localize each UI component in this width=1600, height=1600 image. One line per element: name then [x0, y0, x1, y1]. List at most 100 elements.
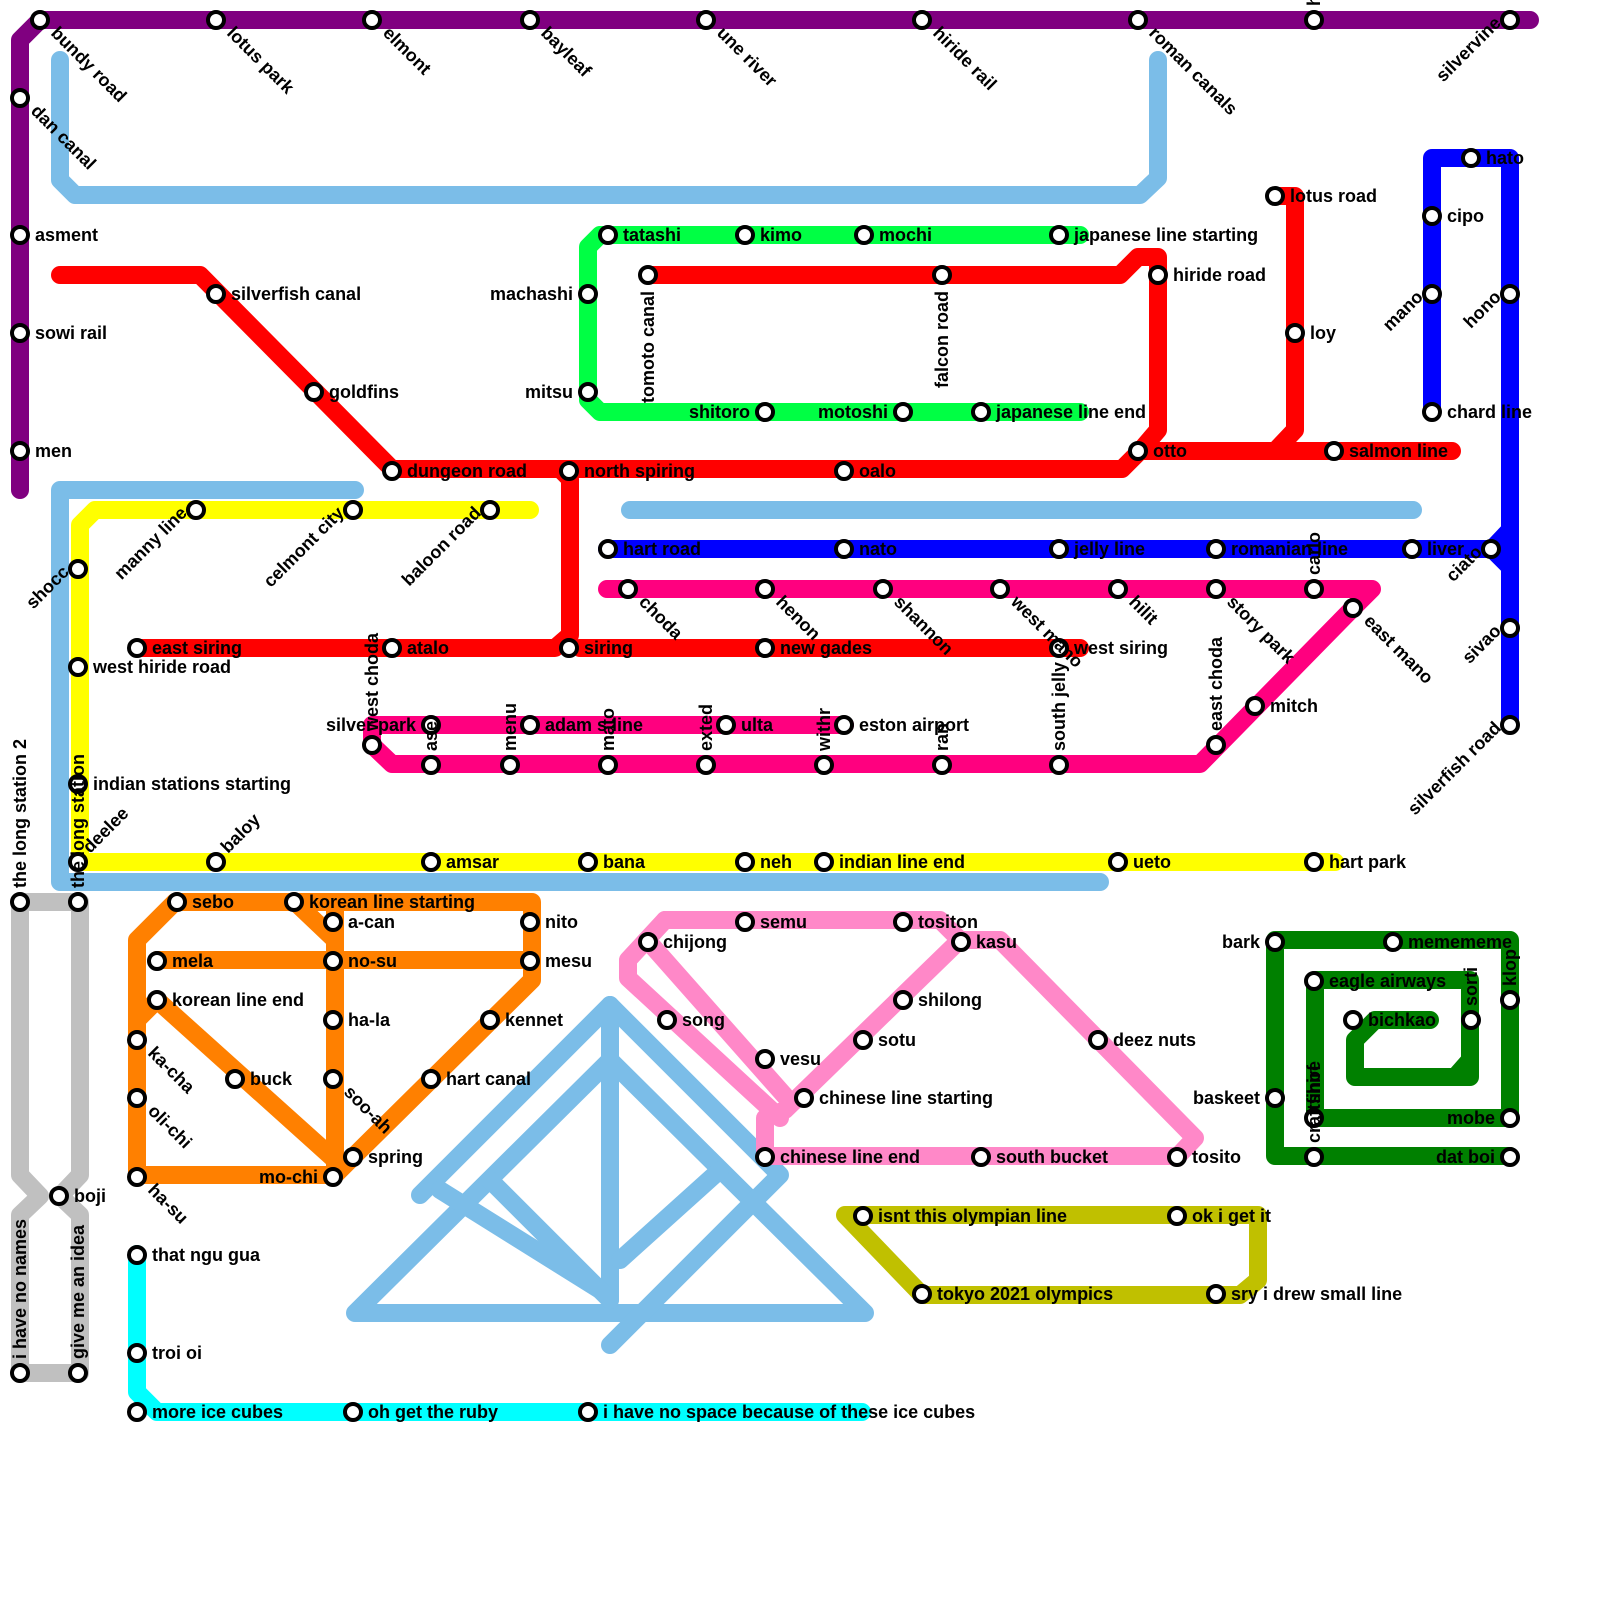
station-eston-airport-marker[interactable]	[836, 717, 852, 733]
station-mochi-marker[interactable]	[856, 227, 872, 243]
station-west-choda-marker[interactable]	[364, 737, 380, 753]
station-ase-marker[interactable]	[423, 757, 439, 773]
station-mobe-marker[interactable]	[1502, 1110, 1518, 1126]
station-kimo-marker[interactable]	[737, 227, 753, 243]
station-mato-marker[interactable]	[600, 757, 616, 773]
station-withr-marker[interactable]	[816, 757, 832, 773]
station-indian-line-end-marker[interactable]	[816, 854, 832, 870]
station-une-river-marker[interactable]	[698, 12, 714, 28]
station-korean-line-starting-marker[interactable]	[286, 894, 302, 910]
station-hato-marker[interactable]	[1463, 150, 1479, 166]
station-ha-la-marker[interactable]	[325, 1012, 341, 1028]
station-nito-marker[interactable]	[522, 914, 538, 930]
station-soo-ah-marker[interactable]	[325, 1071, 341, 1087]
station-silverfish-canal-marker[interactable]	[208, 286, 224, 302]
station-bana-marker[interactable]	[580, 854, 596, 870]
station-troi-oi-marker[interactable]	[129, 1345, 145, 1361]
station-cipo-marker[interactable]	[1424, 208, 1440, 224]
station-vesu-marker[interactable]	[757, 1051, 773, 1067]
station-baloy-marker[interactable]	[208, 854, 224, 870]
station-shitoro-marker[interactable]	[757, 404, 773, 420]
station-oh-get-the-ruby-marker[interactable]	[345, 1404, 361, 1420]
station-no-su-marker[interactable]	[325, 953, 341, 969]
station-south-bucket-marker[interactable]	[973, 1149, 989, 1165]
station-tomoto-canal-marker[interactable]	[640, 267, 656, 283]
station-henon-marker[interactable]	[757, 581, 773, 597]
station-choda-marker[interactable]	[620, 581, 636, 597]
station-chinese-line-starting-marker[interactable]	[796, 1090, 812, 1106]
station-sebo-marker[interactable]	[169, 894, 185, 910]
station-i-have-no-space-because-of-these-ice-cubes-marker[interactable]	[580, 1404, 596, 1420]
station-celmont-city-marker[interactable]	[345, 502, 361, 518]
station-hiride-park-marker[interactable]	[1306, 12, 1322, 28]
station-hiride-road-marker[interactable]	[1150, 267, 1166, 283]
station-tosito-marker[interactable]	[1169, 1149, 1185, 1165]
station-menu-marker[interactable]	[502, 757, 518, 773]
station-shilong-marker[interactable]	[895, 992, 911, 1008]
station-nato-marker[interactable]	[836, 541, 852, 557]
station-shannon-marker[interactable]	[875, 581, 891, 597]
station-mela-marker[interactable]	[149, 953, 165, 969]
station-dan-canal-marker[interactable]	[12, 90, 28, 106]
station-oalo-marker[interactable]	[836, 463, 852, 479]
station-tokyo-2021-olympics-marker[interactable]	[914, 1286, 930, 1302]
station-hart-road-marker[interactable]	[600, 541, 616, 557]
station-japanese-line-end-marker[interactable]	[973, 404, 989, 420]
station-buck-marker[interactable]	[227, 1071, 243, 1087]
station-west-mano-marker[interactable]	[992, 581, 1008, 597]
station-jelly-line-marker[interactable]	[1051, 541, 1067, 557]
station-carlo-marker[interactable]	[1306, 581, 1322, 597]
station-boji-marker[interactable]	[51, 1188, 67, 1204]
station-men-marker[interactable]	[12, 443, 28, 459]
station-klop-marker[interactable]	[1502, 992, 1518, 1008]
station-semu-marker[interactable]	[737, 914, 753, 930]
station-machashi-marker[interactable]	[580, 286, 596, 302]
station-give-me-an-idea-marker[interactable]	[70, 1365, 86, 1381]
station-silverfish-road-marker[interactable]	[1502, 717, 1518, 733]
station-romanian-line-marker[interactable]	[1208, 541, 1224, 557]
station-mano-marker[interactable]	[1424, 286, 1440, 302]
station-atalo-marker[interactable]	[384, 640, 400, 656]
station-tatashi-marker[interactable]	[600, 227, 616, 243]
station-hilit-marker[interactable]	[1110, 581, 1126, 597]
station-siring-marker[interactable]	[561, 640, 577, 656]
station-east-siring-marker[interactable]	[129, 640, 145, 656]
station-mitch-marker[interactable]	[1247, 698, 1263, 714]
station-otto-marker[interactable]	[1130, 443, 1146, 459]
station-more-ice-cubes-marker[interactable]	[129, 1404, 145, 1420]
station-the-long-station-2-marker[interactable]	[12, 894, 28, 910]
station-spring-marker[interactable]	[345, 1149, 361, 1165]
station-mesu-marker[interactable]	[522, 953, 538, 969]
station-east-mano-marker[interactable]	[1345, 600, 1361, 616]
station-bayleaf-marker[interactable]	[522, 12, 538, 28]
station-south-jelly-marker[interactable]	[1051, 757, 1067, 773]
station-lotus-park-marker[interactable]	[208, 12, 224, 28]
station-kasu-marker[interactable]	[953, 934, 969, 950]
station-that-ngu-gua-marker[interactable]	[129, 1247, 145, 1263]
station-silvervine-marker[interactable]	[1502, 12, 1518, 28]
station-hono-marker[interactable]	[1502, 286, 1518, 302]
station-north-spiring-marker[interactable]	[561, 463, 577, 479]
station-isnt-this-olympian-line-marker[interactable]	[855, 1208, 871, 1224]
station-chard-line-marker[interactable]	[1424, 404, 1440, 420]
station-sry-i-drew-small-line-marker[interactable]	[1208, 1286, 1224, 1302]
station-sivao-marker[interactable]	[1502, 620, 1518, 636]
station-ueto-marker[interactable]	[1110, 854, 1126, 870]
station-ran-marker[interactable]	[934, 757, 950, 773]
station-a-can-marker[interactable]	[325, 914, 341, 930]
station-roman-canals-marker[interactable]	[1130, 12, 1146, 28]
station-i-have-no-names-marker[interactable]	[12, 1365, 28, 1381]
station-motoshi-marker[interactable]	[895, 404, 911, 420]
station-dat-boi-marker[interactable]	[1502, 1149, 1518, 1165]
station-memememe-marker[interactable]	[1385, 934, 1401, 950]
station-kennet-marker[interactable]	[482, 1012, 498, 1028]
station-shocc-marker[interactable]	[70, 561, 86, 577]
station-hart-park-marker[interactable]	[1306, 854, 1322, 870]
station-mitsu-marker[interactable]	[580, 384, 596, 400]
station-salmon-line-marker[interactable]	[1326, 443, 1342, 459]
station-tositon-marker[interactable]	[895, 914, 911, 930]
station-ulta-marker[interactable]	[718, 717, 734, 733]
station-ha-su-marker[interactable]	[129, 1169, 145, 1185]
station-chijong-marker[interactable]	[640, 934, 656, 950]
station-lotus-road-marker[interactable]	[1267, 188, 1283, 204]
